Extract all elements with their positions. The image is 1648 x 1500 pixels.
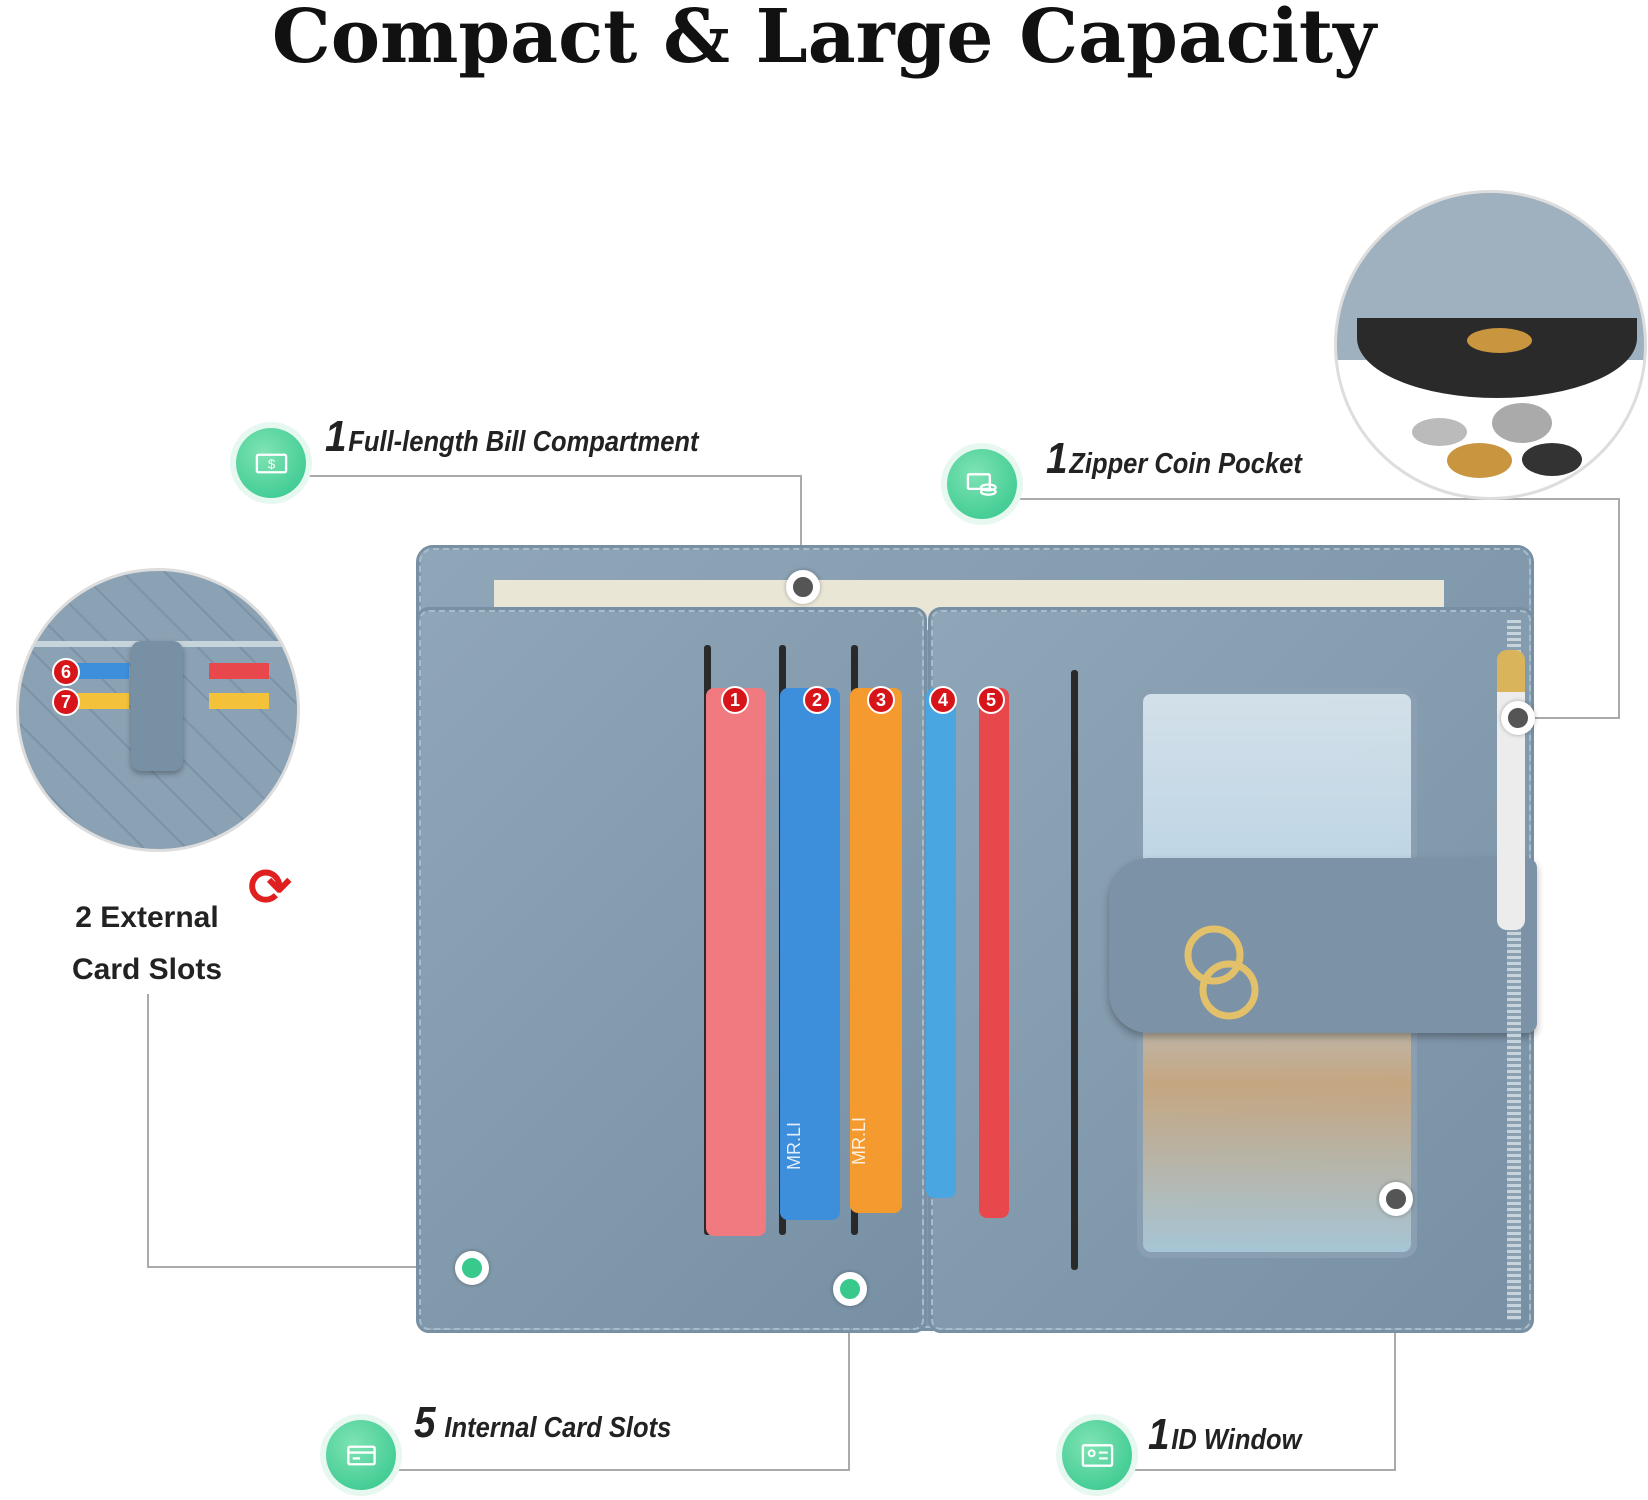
hotspot-coin [1501, 701, 1535, 735]
feature-text: ID Window [1171, 1424, 1302, 1456]
card-4 [926, 688, 956, 1198]
coin-pocket-closeup [1334, 190, 1647, 500]
card-3 [850, 688, 902, 1213]
card-number-badge: 6 [52, 658, 80, 686]
card-number-badge: 5 [977, 686, 1005, 714]
ring-logo-icon [1179, 920, 1269, 1035]
wallet-image: MR.LI MR.LI 1 2 3 4 5 [416, 540, 1537, 1335]
connector-coin [982, 498, 1620, 718]
card-5 [979, 688, 1009, 1218]
feature-coin-label: 1Zipper Coin Pocket [1046, 434, 1302, 484]
feature-bill-label: 1Full-length Bill Compartment [325, 412, 698, 462]
connector-coin-h [1518, 717, 1620, 719]
zipper-pull [1497, 650, 1525, 930]
feature-count: 1 [325, 412, 347, 461]
external-slots-closeup: 6 7 [16, 568, 300, 852]
card-name: MR.LI [849, 1116, 869, 1165]
id-card-icon [1062, 1420, 1132, 1490]
feature-text: Zipper Coin Pocket [1069, 448, 1302, 480]
feature-count: 1 [1148, 1410, 1170, 1459]
connector-id [1097, 1199, 1396, 1471]
feature-text: Card Slots [71, 953, 223, 986]
card-number-badge: 3 [867, 686, 895, 714]
feature-count: 1 [1046, 434, 1068, 483]
feature-external-label: 2 External Card Slots [47, 892, 247, 996]
page-title: Compact & Large Capacity [271, 0, 1377, 80]
card-number-badge: 4 [929, 686, 957, 714]
wallet-left-panel [416, 607, 927, 1333]
card-1 [706, 688, 766, 1236]
card-number-badge: 2 [803, 686, 831, 714]
card-number-badge: 1 [721, 686, 749, 714]
connector-external [147, 994, 472, 1268]
card-slot [1071, 670, 1078, 1270]
feature-count: 5 [414, 1398, 436, 1447]
feature-internal-label: 5 Internal Card Slots [414, 1398, 671, 1448]
connector-internal [361, 1289, 850, 1471]
feature-text: Full-length Bill Compartment [348, 426, 699, 458]
swap-arrows-icon: ⟳ [248, 859, 292, 917]
coins-card-icon [947, 449, 1017, 519]
clasp-tab [1109, 858, 1537, 1033]
connector-bill [271, 475, 802, 587]
hotspot-bill [786, 570, 820, 604]
hotspot-internal [833, 1272, 867, 1306]
cash-icon: $ [236, 428, 306, 498]
card-icon [326, 1420, 396, 1490]
svg-text:$: $ [267, 456, 275, 471]
card-2 [780, 688, 840, 1220]
feature-id-label: 1ID Window [1148, 1410, 1301, 1460]
card-name: MR.LI [784, 1121, 804, 1170]
feature-text: Internal Card Slots [444, 1412, 672, 1444]
hotspot-id [1379, 1182, 1413, 1216]
card-number-badge: 7 [52, 688, 80, 716]
feature-text: 2 External [75, 901, 219, 934]
hotspot-external [455, 1251, 489, 1285]
